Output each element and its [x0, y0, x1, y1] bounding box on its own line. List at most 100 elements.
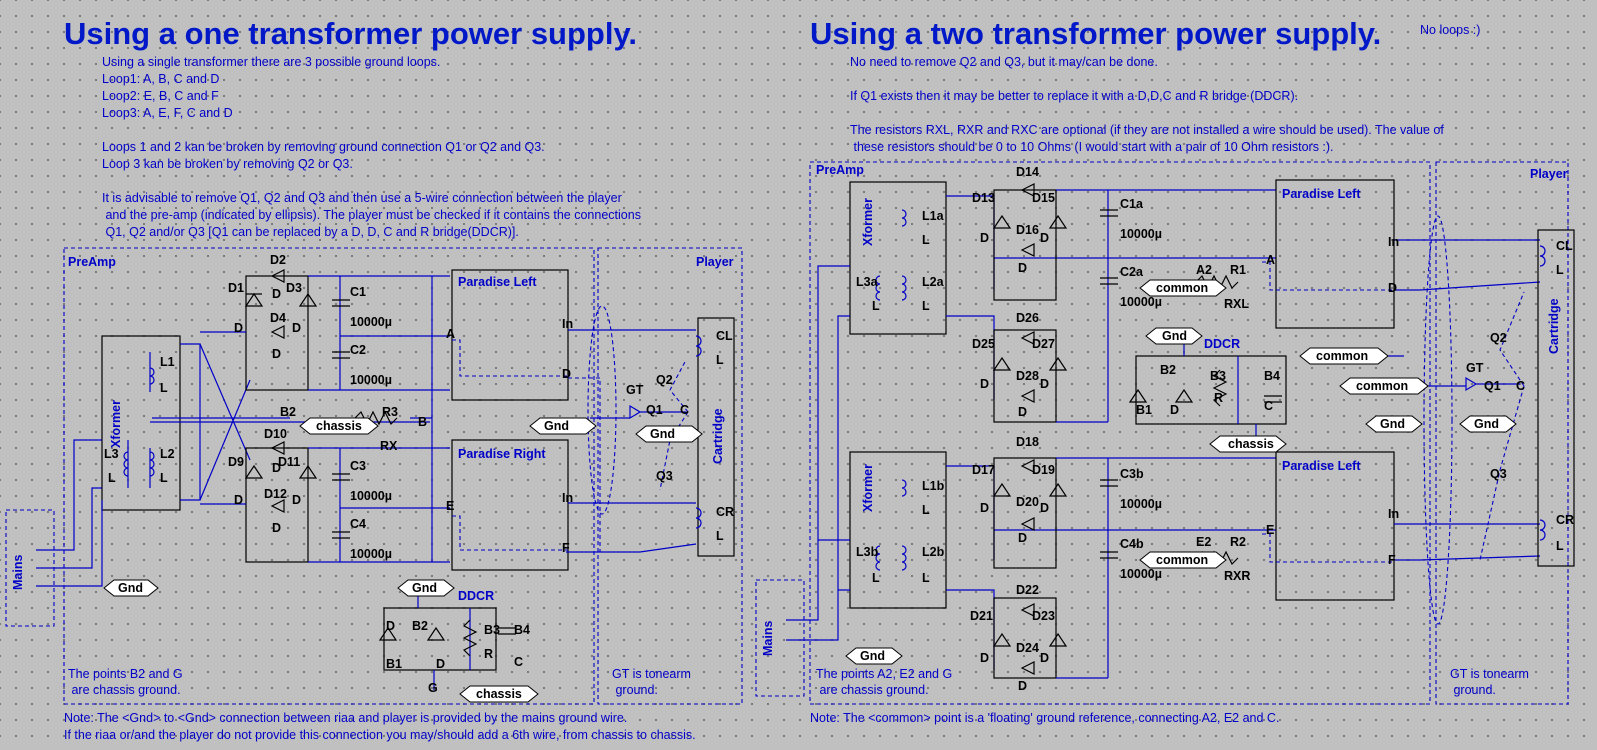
- label-l1a: L1a: [922, 209, 944, 223]
- label-d14: D14: [1016, 165, 1039, 179]
- label-gt-r: GT: [1466, 361, 1484, 375]
- label-d-r10: D: [980, 651, 990, 665]
- right-ddcr-label: DDCR: [1204, 337, 1241, 351]
- label-l3b-l: L: [872, 571, 880, 585]
- no-loops-note: No loops :): [1420, 23, 1481, 37]
- left-advice-2: and the pre-amp (indicated by ellipsis).…: [102, 208, 641, 222]
- label-q1: Q1: [646, 403, 663, 417]
- label-f-r: F: [1388, 553, 1396, 567]
- label-rxr: RXR: [1224, 569, 1251, 583]
- left-cartridge-label: Cartridge: [711, 408, 725, 464]
- label-ddcr-b1: B1: [386, 657, 402, 671]
- label-d12: D12: [264, 487, 287, 501]
- label-ddcr-b4: B4: [514, 623, 530, 637]
- left-footnote-1: Note: The <Gnd> to <Gnd> connection betw…: [64, 711, 628, 725]
- tag-gnd-l3: Gnd: [118, 581, 143, 595]
- tag-gnd-l2: Gnd: [650, 427, 675, 441]
- label-d3: D3: [286, 281, 302, 295]
- label-d15: D15: [1032, 191, 1055, 205]
- right-cartridge-label: Cartridge: [1547, 298, 1561, 354]
- right-paradise-left-b: Paradise Left: [1282, 459, 1361, 473]
- label-c4b: C4b: [1120, 537, 1144, 551]
- label-cl: CL: [716, 329, 733, 343]
- label-ddcr-b2: B2: [412, 619, 428, 633]
- paradise-left-box-a: [1275, 179, 1395, 329]
- left-chassis-note-2: are chassis ground.: [68, 683, 181, 697]
- label-d20: D20: [1016, 495, 1039, 509]
- right-gt-note-1: GT is tonearm: [1450, 667, 1529, 681]
- label-d-r13: D: [1388, 281, 1398, 295]
- label-ddcr-r: R: [484, 647, 494, 661]
- label-d25: D25: [972, 337, 995, 351]
- label-d9: D9: [228, 455, 244, 469]
- ddcr-box-left: [383, 607, 497, 671]
- label-c2a: C2a: [1120, 265, 1143, 279]
- net-tags: [103, 279, 1517, 703]
- label-d17: D17: [972, 463, 995, 477]
- label-c1: C1: [350, 285, 366, 299]
- left-player-label: Player: [696, 255, 734, 269]
- label-r2: R2: [1230, 535, 1246, 549]
- label-c2: C2: [350, 343, 366, 357]
- label-ddcr-b2-r: B2: [1160, 363, 1176, 377]
- label-l3b: L3b: [856, 545, 879, 559]
- label-c4-val: 10000µ: [350, 547, 392, 561]
- right-gt-note-2: ground.: [1450, 683, 1496, 697]
- xformer-box-left: [101, 335, 181, 511]
- label-in-top: In: [562, 317, 574, 331]
- label-ddcr-c-r: C: [1264, 399, 1274, 413]
- label-l1a-l: L: [922, 233, 930, 247]
- left-schematic-wires: [5, 247, 743, 705]
- left-paradise-right: Paradise Right: [458, 447, 546, 461]
- label-q1-r: Q1: [1484, 379, 1501, 393]
- left-xformer-label: Xformer: [109, 400, 123, 448]
- label-g: G: [428, 681, 438, 695]
- label-a: A: [446, 327, 456, 341]
- xformer-box-b: [849, 451, 947, 609]
- label-b: B: [418, 415, 428, 429]
- label-l3a: L3a: [856, 275, 878, 289]
- preamp-frame-right: [809, 161, 1431, 705]
- label-c3-val: 10000µ: [350, 489, 392, 503]
- label-e-r: E: [1266, 523, 1275, 537]
- label-d-a: D: [234, 321, 244, 335]
- left-intro-3: Loop2: E, B, C and F: [102, 89, 219, 103]
- label-d11: D11: [278, 455, 301, 469]
- right-paradise-left-a: Paradise Left: [1282, 187, 1361, 201]
- label-l1b-l: L: [922, 503, 930, 517]
- label-d-r12: D: [1018, 679, 1028, 693]
- left-advice-1: It is advisable to remove Q1, Q2 and Q3 …: [102, 191, 622, 205]
- tag-gnd-r1: Gnd: [1162, 329, 1187, 343]
- label-l2b: L2b: [922, 545, 945, 559]
- label-a-r: A: [1266, 253, 1276, 267]
- label-d21: D21: [970, 609, 993, 623]
- label-ddcr-c: C: [514, 655, 524, 669]
- left-break-1: Loops 1 and 2 kan be broken by removing …: [102, 140, 545, 154]
- mains-frame-right: [755, 579, 805, 697]
- label-d-r9: D: [1018, 531, 1028, 545]
- label-d13: D13: [972, 191, 995, 205]
- label-d-r7: D: [980, 501, 990, 515]
- label-f: F: [562, 541, 570, 555]
- tag-chassis-r1: chassis: [1228, 437, 1274, 451]
- right-schematic-wires: [755, 161, 1575, 705]
- label-c1a-val: 10000µ: [1120, 227, 1162, 241]
- label-l1b: L1b: [922, 479, 945, 493]
- label-e: E: [446, 499, 455, 513]
- label-d4: D4: [270, 311, 286, 325]
- label-d-r6: D: [1018, 405, 1028, 419]
- label-r3: R3: [382, 405, 398, 419]
- right-line-3a: The resistors RXL, RXR and RXC are optio…: [850, 123, 1444, 137]
- label-d-r5: D: [1040, 377, 1050, 391]
- preamp-frame-left: [63, 247, 595, 705]
- label-l2-l: L: [160, 471, 168, 485]
- label-r1: R1: [1230, 263, 1246, 277]
- ddcr-box-right: [1135, 355, 1287, 425]
- label-l2a-l: L: [922, 299, 930, 313]
- right-footnote: Note: The <common> point is a 'floating'…: [810, 711, 1280, 725]
- right-title: Using a two transformer power supply.: [810, 16, 1382, 51]
- label-c3: C3: [350, 459, 366, 473]
- label-d16: D16: [1016, 223, 1039, 237]
